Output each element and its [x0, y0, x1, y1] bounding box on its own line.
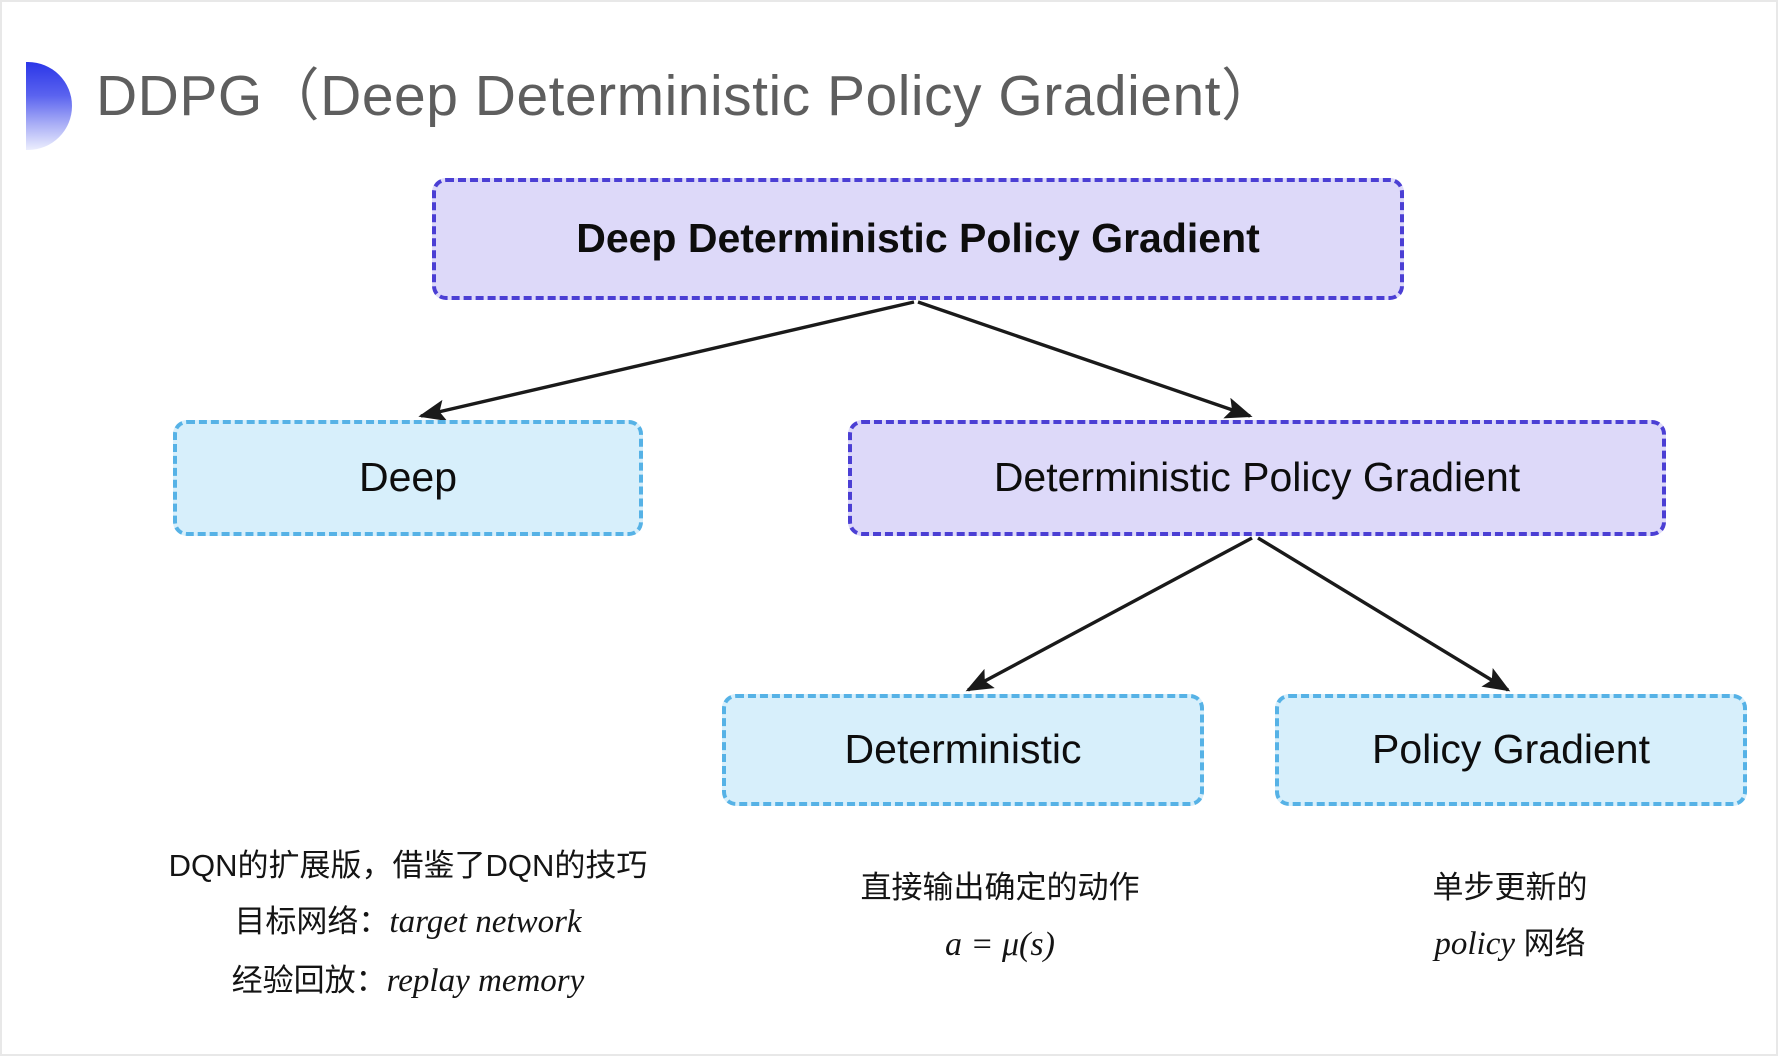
annotation-deep: DQN的扩展版，借鉴了DQN的技巧 目标网络：target network 经验…	[148, 838, 668, 1011]
annotation-policy-gradient-line2: policy 网络	[1320, 915, 1700, 974]
annotation-deep-line1: DQN的扩展版，借鉴了DQN的技巧	[168, 848, 648, 883]
title-bullet-icon	[26, 62, 72, 150]
annotation-policy-gradient-line1: 单步更新的	[1432, 870, 1588, 905]
annotation-deep-line3-term: replay memory	[386, 962, 585, 999]
annotation-deterministic-line1: 直接输出确定的动作	[860, 870, 1140, 905]
diagram-node-deterministic-label: Deterministic	[844, 726, 1082, 773]
annotation-policy-gradient: 单步更新的 policy 网络	[1320, 860, 1700, 974]
annotation-deterministic: 直接输出确定的动作 a = μ(s)	[790, 860, 1210, 976]
edge-root-to-dpg	[917, 300, 1253, 419]
diagram-node-root-label: Deep Deterministic Policy Gradient	[576, 215, 1260, 262]
annotation-deterministic-formula: a = μ(s)	[945, 926, 1055, 964]
edge-dpg-to-policy-gradient	[1257, 536, 1511, 692]
annotation-deep-line3: 经验回放：replay memory	[148, 952, 668, 1011]
annotation-deep-line2-term: target network	[389, 904, 582, 941]
diagram-node-policy-gradient-label: Policy Gradient	[1371, 726, 1650, 773]
diagram-node-deterministic-policy-gradient[interactable]: Deterministic Policy Gradient	[848, 420, 1666, 536]
annotation-deep-line2-label: 目标网络：	[234, 904, 390, 940]
slide-edge-top	[0, 0, 1778, 2]
slide-edge-right	[1776, 0, 1778, 1056]
page-title: DDPG（Deep Deterministic Policy Gradient）	[96, 64, 1279, 128]
annotation-policy-gradient-line2-term: policy	[1434, 926, 1515, 963]
annotation-policy-gradient-line2-label: 网络	[1515, 926, 1586, 962]
diagram-node-root[interactable]: Deep Deterministic Policy Gradient	[432, 178, 1404, 300]
diagram-node-deep[interactable]: Deep	[173, 420, 643, 536]
diagram-node-deterministic[interactable]: Deterministic	[722, 694, 1204, 806]
edge-dpg-to-deterministic	[965, 536, 1253, 692]
edge-root-to-deep	[418, 300, 915, 422]
diagram-node-deep-label: Deep	[358, 454, 457, 501]
annotation-deep-line2: 目标网络：target network	[148, 893, 668, 952]
diagram-node-policy-gradient[interactable]: Policy Gradient	[1275, 694, 1747, 806]
slide-edge-left	[0, 0, 2, 1056]
diagram-node-deterministic-policy-gradient-label: Deterministic Policy Gradient	[993, 454, 1521, 501]
slide-edge-bottom	[0, 1054, 1778, 1056]
annotation-deep-line3-label: 经验回放：	[231, 962, 387, 998]
